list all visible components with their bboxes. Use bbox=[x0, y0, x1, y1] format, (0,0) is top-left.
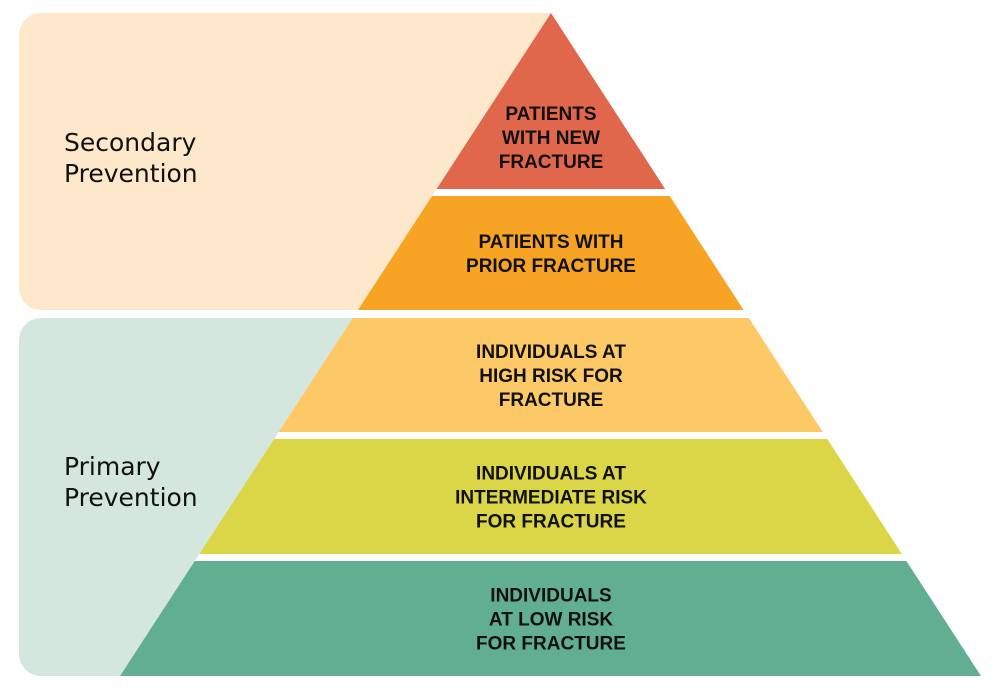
pyramid-tier-2-label-line: PATIENTS WITH bbox=[479, 232, 624, 253]
pyramid-tier-1-label-line: WITH NEW bbox=[502, 128, 600, 149]
pyramid-tier-4 bbox=[199, 439, 902, 554]
pyramid-tier-4-label-line: INTERMEDIATE RISK bbox=[455, 488, 647, 509]
pyramid-tier-3-label-line: FRACTURE bbox=[499, 390, 604, 411]
pyramid-tier-4-label-line: FOR FRACTURE bbox=[476, 512, 626, 533]
pyramid-tier-2 bbox=[357, 196, 744, 310]
pyramid-tier-3-label-line: INDIVIDUALS AT bbox=[476, 342, 626, 363]
pyramid-tier-4-label-line: INDIVIDUALS AT bbox=[476, 464, 626, 485]
pyramid-tier-1-label-line: FRACTURE bbox=[499, 152, 604, 173]
pyramid-tier-3-label-line: HIGH RISK FOR bbox=[479, 366, 623, 387]
pyramid-tier-5-label-line: AT LOW RISK bbox=[489, 610, 613, 631]
primary-prevention-label: Primary Prevention bbox=[64, 452, 198, 512]
pyramid-tier-1 bbox=[436, 13, 666, 189]
pyramid-tier-5 bbox=[120, 561, 981, 676]
pyramid-tier-5-label-line: INDIVIDUALS bbox=[490, 586, 611, 607]
secondary-prevention-label: Secondary Prevention bbox=[64, 128, 198, 188]
pyramid-tier-2-label-line: PRIOR FRACTURE bbox=[466, 256, 636, 277]
pyramid-tier-5-label-line: FOR FRACTURE bbox=[476, 634, 626, 655]
pyramid-tier-1-label-line: PATIENTS bbox=[505, 104, 596, 125]
pyramid-tier-3 bbox=[278, 318, 823, 432]
